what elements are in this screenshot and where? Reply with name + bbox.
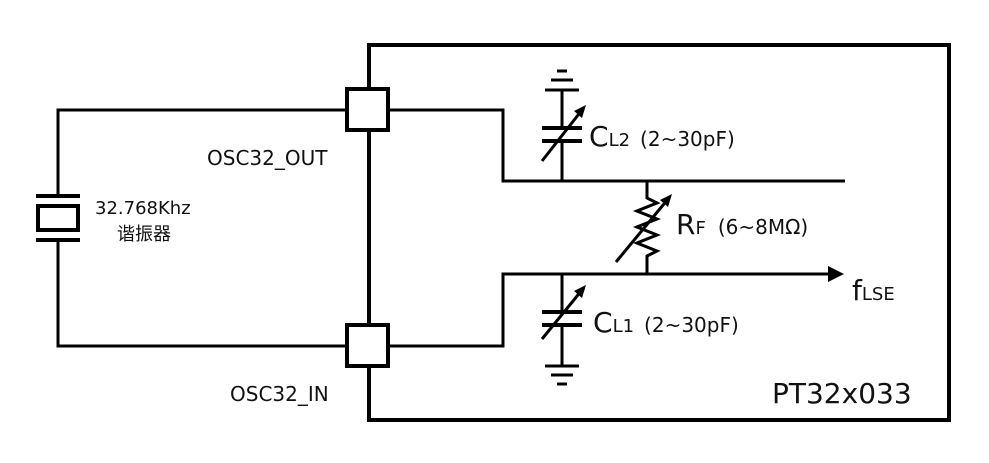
crystal-symbol (36, 194, 80, 242)
in-internal-wire (388, 272, 828, 348)
crystal-frequency: 32.768Khz (95, 198, 191, 219)
ground-icon-top (545, 69, 579, 92)
crystal-wire-bottom (56, 240, 347, 348)
output-arrow-head (828, 266, 844, 282)
resistor-rf-label: RF(6~8MΩ) (676, 208, 808, 241)
output-flse-label: fLSE (852, 274, 895, 307)
osc32-in-pad (345, 323, 390, 368)
osc32-in-label: OSC32_IN (230, 382, 329, 406)
crystal-name: 谐振器 (117, 224, 171, 245)
crystal-wire-top (56, 108, 347, 196)
ground-icon-bottom (545, 364, 579, 386)
resistor-rf-symbol (614, 181, 672, 274)
osc32-out-pad (345, 87, 390, 132)
cap-cl1-label: CL1(2~30pF) (593, 306, 739, 339)
chip-name: PT32x033 (772, 377, 912, 410)
osc32-out-label: OSC32_OUT (207, 146, 328, 170)
chip-boundary (367, 43, 951, 422)
cap-cl2-symbol (540, 90, 586, 181)
cap-cl2-label: CL2(2~30pF) (589, 120, 735, 153)
out-internal-wire (388, 108, 845, 183)
cap-cl1-symbol (540, 274, 586, 366)
